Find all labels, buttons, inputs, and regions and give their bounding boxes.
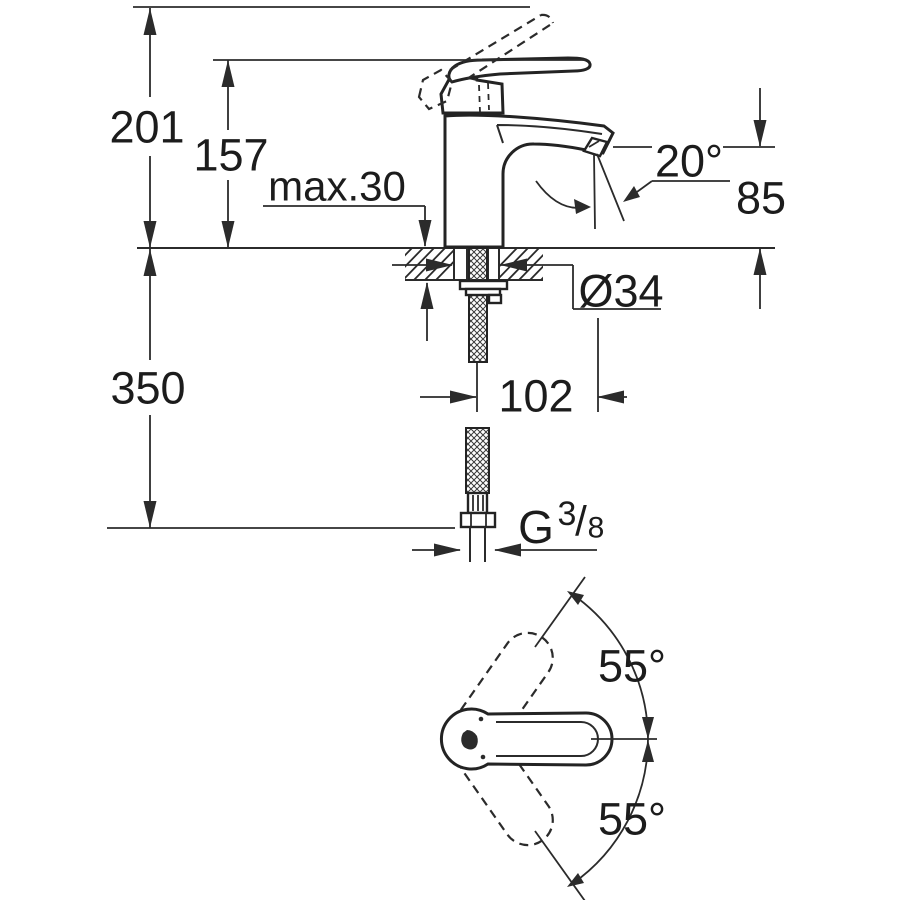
dim-height-to-spout: 157 bbox=[193, 60, 269, 248]
dim-thread-size: G 3 / 8 bbox=[412, 495, 604, 557]
countertop-section bbox=[137, 247, 775, 281]
cap-dot-upper bbox=[478, 716, 484, 722]
water-stream bbox=[535, 153, 625, 230]
thread-label-denominator: 8 bbox=[588, 512, 605, 545]
dim-label-dia34: Ø34 bbox=[578, 266, 663, 317]
dim-label-20deg: 20° bbox=[655, 136, 723, 187]
faucet-handle bbox=[417, 13, 592, 115]
dim-label-350: 350 bbox=[110, 363, 185, 414]
flex-hose bbox=[459, 427, 497, 562]
body-outline bbox=[443, 113, 615, 249]
thread-tube bbox=[469, 527, 486, 562]
handle-top-view: 55° 55° bbox=[439, 576, 666, 900]
dim-label-157: 157 bbox=[193, 130, 268, 181]
dim-hole-diameter: Ø34 bbox=[392, 258, 664, 317]
faucet-side-view bbox=[137, 13, 775, 562]
dim-swivel-angles: 55° 55° bbox=[534, 576, 666, 900]
mounting-washer bbox=[464, 287, 502, 297]
arc-arrowhead-icon bbox=[574, 199, 591, 214]
dim-spout-height: 85 bbox=[736, 88, 786, 309]
dimensions: 201 157 350 max.30 20° bbox=[107, 6, 786, 557]
dim-label-102: 102 bbox=[498, 371, 573, 422]
mounting-shank bbox=[458, 247, 509, 363]
hose-nut bbox=[459, 511, 497, 529]
dim-spout-reach: 102 bbox=[420, 318, 627, 422]
cap-logo-mark bbox=[461, 730, 478, 750]
dim-label-85: 85 bbox=[736, 173, 786, 224]
mounting-hole-sleeves bbox=[453, 249, 500, 280]
dim-total-height: 201 bbox=[109, 8, 185, 248]
dim-label-max30: max.30 bbox=[268, 163, 406, 210]
mounting-step bbox=[487, 293, 503, 305]
thread-label-slash: / bbox=[575, 498, 587, 545]
stream-angle-arc bbox=[535, 180, 581, 209]
lever-plan-outline bbox=[439, 707, 614, 771]
lever bbox=[447, 56, 592, 84]
dim-label-55-upper: 55° bbox=[598, 641, 666, 692]
cap-dot-lower bbox=[480, 754, 486, 760]
dim-below-deck-length: 350 bbox=[110, 248, 186, 528]
mounting-nut bbox=[458, 279, 509, 291]
dim-max-deck-thickness: max.30 bbox=[263, 163, 434, 341]
faucet-body bbox=[443, 113, 615, 249]
thread-label-numerator: 3 bbox=[558, 495, 577, 533]
threaded-shank bbox=[468, 247, 488, 363]
stream-lines bbox=[593, 153, 625, 230]
spout-top-edge-inner bbox=[496, 124, 603, 144]
braided-hose bbox=[465, 427, 490, 494]
thread-label-G: G bbox=[518, 501, 554, 553]
dim-label-55-lower: 55° bbox=[598, 794, 666, 845]
dim-label-201: 201 bbox=[109, 102, 184, 153]
cartridge-hidden-lines bbox=[478, 82, 490, 113]
dim-stream-angle: 20° bbox=[613, 136, 775, 202]
